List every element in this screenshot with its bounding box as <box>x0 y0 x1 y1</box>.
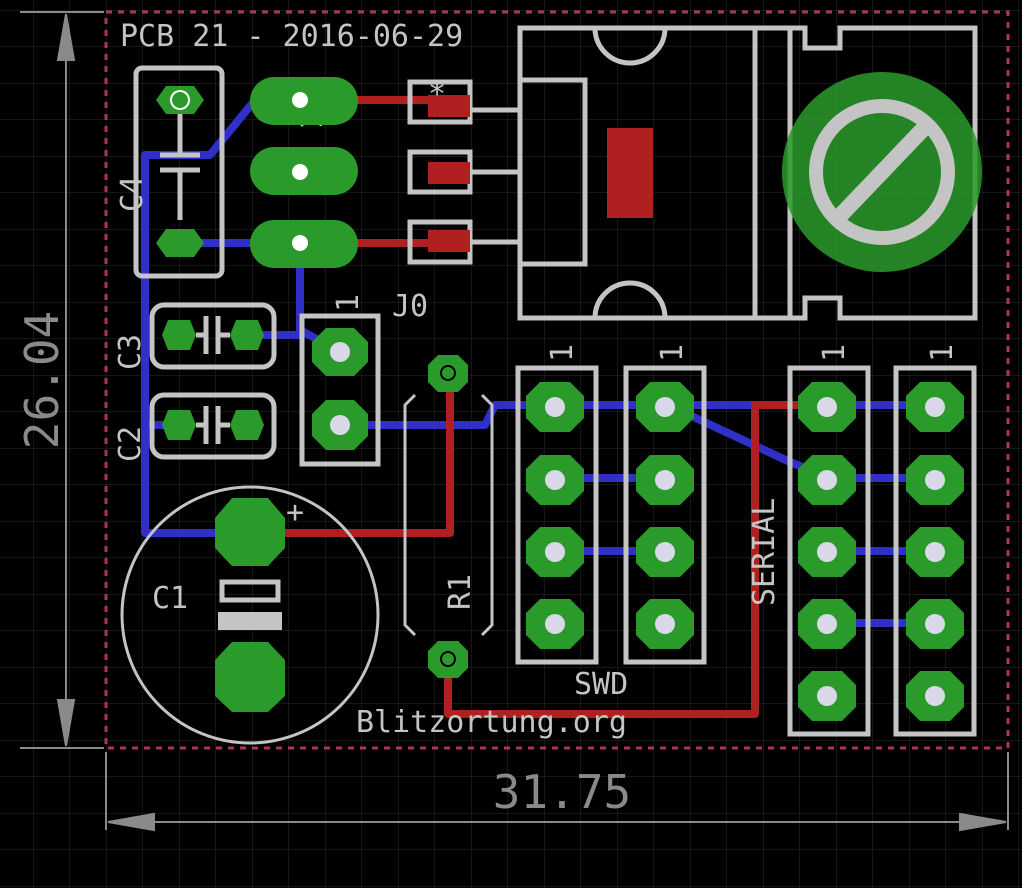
serial-b-pin1-label: 1 <box>925 344 960 362</box>
regulator-pads <box>250 77 358 268</box>
height-value: 26.04 <box>15 311 69 449</box>
c2-label: C2 <box>113 426 148 462</box>
jumper-j0[interactable]: J0 1 <box>299 289 428 467</box>
serial-header-a[interactable]: 1 <box>787 344 871 737</box>
swd-b-pin1-label: 1 <box>655 344 690 362</box>
width-dimension <box>105 752 1009 832</box>
c4-label: C4 <box>115 176 150 212</box>
swd-label: SWD <box>574 667 628 702</box>
swd-header-b[interactable]: 1 <box>623 344 707 665</box>
reg-star-mark: * <box>428 77 446 112</box>
trimmer-potentiometer[interactable] <box>752 25 982 321</box>
capacitor-c1[interactable]: C1 + <box>120 485 380 745</box>
board-outline <box>104 10 1010 750</box>
c1-polarity-mark: + <box>286 495 304 530</box>
capacitor-c2[interactable]: C2 <box>113 392 277 462</box>
serial-header-b[interactable]: 1 <box>893 344 977 737</box>
resistor-r1[interactable]: R1 <box>403 355 494 678</box>
serial-a-pin1-label: 1 <box>817 344 852 362</box>
width-value: 31.75 <box>493 765 631 819</box>
voltage-regulator[interactable]: * 1 <box>295 25 758 321</box>
capacitor-c4[interactable]: C4 <box>115 65 225 279</box>
serial-label: SERIAL <box>747 498 782 606</box>
swd-header-a[interactable]: 1 <box>515 344 599 665</box>
capacitor-c3[interactable]: C3 <box>113 302 277 370</box>
j0-label: J0 <box>392 289 428 324</box>
swd-a-pin1-label: 1 <box>545 344 580 362</box>
c3-label: C3 <box>113 334 148 370</box>
r1-label: R1 <box>443 574 478 610</box>
board-title: PCB 21 - 2016-06-29 <box>120 19 463 54</box>
c1-label: C1 <box>152 581 188 616</box>
website-label: Blitzortung.org <box>356 705 627 740</box>
height-dimension <box>20 11 104 749</box>
j0-pin1-label: 1 <box>331 294 366 312</box>
